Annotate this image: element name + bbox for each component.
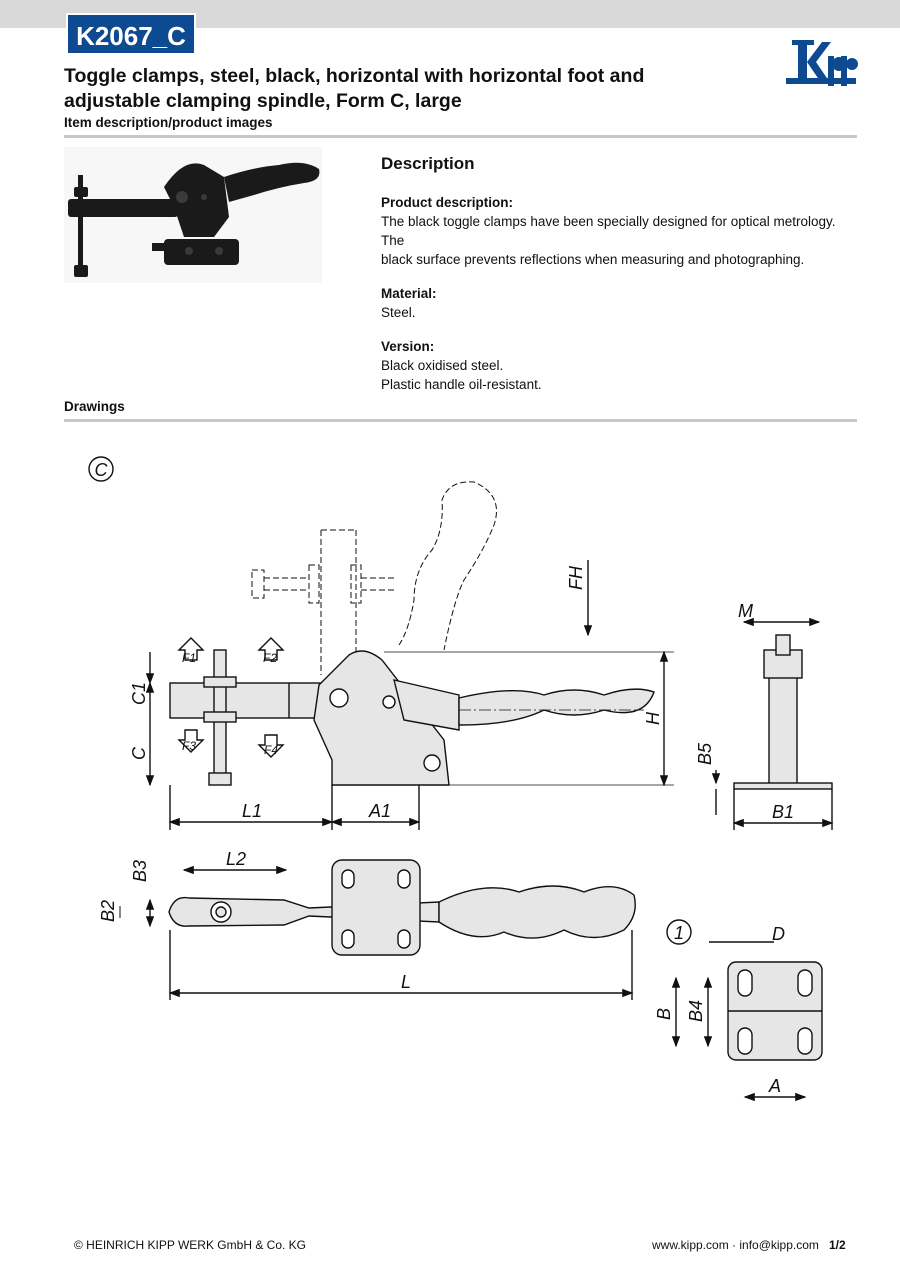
dim-C1: C1 bbox=[129, 682, 149, 705]
dim-B3: B3 bbox=[130, 860, 150, 882]
footer-contact[interactable]: www.kipp.com · info@kipp.com bbox=[652, 1238, 819, 1252]
drawings-label: Drawings bbox=[64, 399, 125, 414]
dim-L: L bbox=[401, 972, 411, 992]
page-title: Toggle clamps, steel, black, horizontal … bbox=[64, 64, 684, 114]
product-code-badge: K2067_C bbox=[66, 13, 196, 55]
dim-L2: L2 bbox=[226, 849, 246, 869]
version-text-2: Plastic handle oil-resistant. bbox=[381, 377, 542, 392]
dim-M: M bbox=[738, 601, 753, 621]
dim-B2: B2 bbox=[98, 900, 118, 922]
dim-B: B bbox=[654, 1008, 674, 1020]
detail-mark-circle bbox=[666, 919, 692, 945]
detail-mark: 1 bbox=[674, 923, 684, 943]
title-line-2: adjustable clamping spindle, Form C, lar… bbox=[64, 90, 462, 112]
dim-F2: F2 bbox=[263, 651, 277, 665]
version-label: Version: bbox=[381, 339, 435, 354]
title-line-1: Toggle clamps, steel, black, horizontal … bbox=[64, 65, 645, 87]
dim-L1: L1 bbox=[242, 801, 262, 821]
description-block: Description Product description: The bla… bbox=[381, 154, 851, 409]
drawings-divider bbox=[64, 419, 857, 422]
product-photo bbox=[64, 147, 322, 283]
version-section: Version: Black oxidised steel. Plastic h… bbox=[381, 337, 851, 394]
dim-B4: B4 bbox=[686, 1000, 706, 1022]
dim-A: A bbox=[768, 1076, 781, 1096]
material-text: Steel. bbox=[381, 305, 416, 320]
product-description-text-2: black surface prevents reflections when … bbox=[381, 252, 805, 267]
product-description-label: Product description: bbox=[381, 195, 514, 210]
dim-F3: F3 bbox=[182, 739, 196, 753]
dim-FH: FH bbox=[566, 565, 586, 590]
dim-B5: B5 bbox=[695, 742, 715, 765]
description-heading: Description bbox=[381, 154, 475, 173]
product-description: Product description: The black toggle cl… bbox=[381, 193, 851, 269]
product-description-text-1: The black toggle clamps have been specia… bbox=[381, 214, 836, 248]
dim-A1: A1 bbox=[368, 801, 391, 821]
footer-page-number: 1/2 bbox=[829, 1238, 846, 1252]
header-divider bbox=[64, 135, 857, 138]
form-mark-circle bbox=[88, 456, 114, 482]
version-text-1: Black oxidised steel. bbox=[381, 358, 504, 373]
material-label: Material: bbox=[381, 286, 437, 301]
footer-copyright: © HEINRICH KIPP WERK GmbH & Co. KG bbox=[74, 1238, 306, 1252]
dim-H: H bbox=[643, 711, 663, 725]
dim-C: C bbox=[129, 746, 149, 760]
kipp-logo bbox=[786, 40, 858, 86]
dim-F1: F1 bbox=[182, 651, 196, 665]
material-section: Material: Steel. bbox=[381, 284, 851, 322]
form-mark: C bbox=[95, 460, 109, 480]
dim-D: D bbox=[772, 924, 785, 944]
section-subtitle: Item description/product images bbox=[64, 115, 273, 130]
dim-B1: B1 bbox=[772, 802, 794, 822]
technical-drawing: C 1 F1 F2 F3 F4 FH C1 C H L1 A1 M B5 B1 … bbox=[88, 456, 834, 1102]
dim-F4: F4 bbox=[264, 743, 278, 757]
